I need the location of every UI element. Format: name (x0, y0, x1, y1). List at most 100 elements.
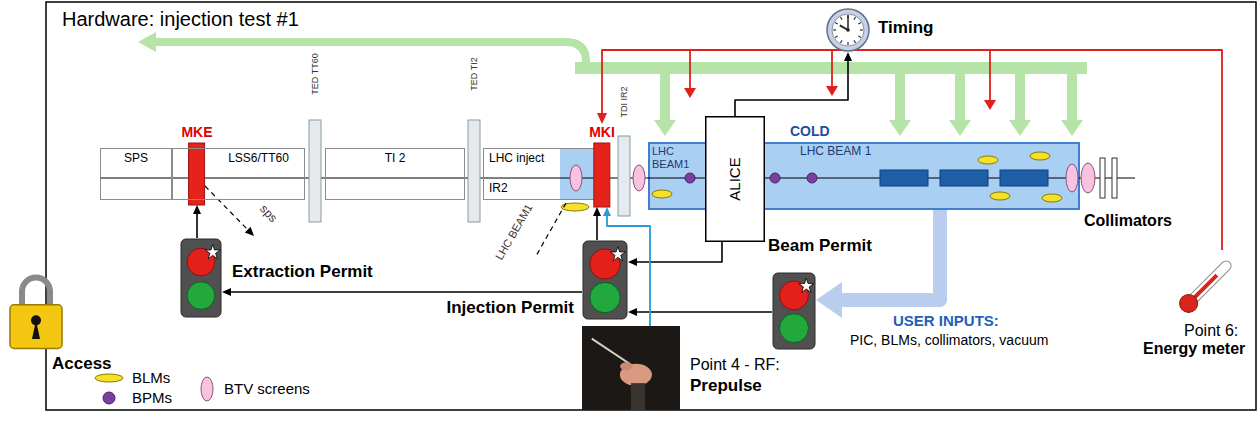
legend-label: BTV screens (224, 380, 310, 397)
node-sublabel: LHC BEAM 1 (800, 145, 871, 159)
device-label: Collimators (1084, 212, 1172, 230)
green-arrow (895, 74, 905, 120)
red-signal-line (831, 50, 833, 86)
green-arrow (955, 74, 965, 120)
collimator-jaw (1100, 158, 1105, 198)
legend-sample (196, 375, 218, 403)
light-housing (583, 241, 627, 319)
beam-dump (309, 120, 321, 222)
clock-hand (847, 15, 849, 30)
btv-screen (633, 165, 645, 191)
bpm (685, 173, 695, 183)
thermometer (1176, 256, 1236, 316)
node-label: Point 6: (1184, 322, 1238, 340)
kicker-magnet: MKE (179, 124, 214, 205)
green-lamp (779, 314, 808, 343)
green-arrowhead (889, 120, 911, 136)
green-lamp (187, 282, 215, 310)
blm (1030, 152, 1050, 160)
green-arrow (1067, 74, 1077, 120)
frame (46, 2, 1256, 410)
light-picture (180, 238, 222, 318)
node-label: Injection Permit (446, 298, 574, 318)
node-label: LHC inject (489, 152, 544, 166)
legend-sample (92, 389, 126, 407)
node-label: ALICE (726, 157, 743, 200)
green-arrowhead (1061, 120, 1083, 136)
device-label: TED TI2 (469, 57, 479, 90)
node-label: Point 4 - RF: (690, 356, 780, 374)
lock-picture (8, 272, 64, 350)
green-lamp (590, 282, 620, 312)
clock-face (832, 14, 864, 46)
clock-tick (841, 17, 843, 20)
node-label: LSS6/TT60 (228, 152, 289, 166)
signal-arrow (637, 311, 772, 313)
blm (990, 192, 1010, 200)
star-mark (799, 278, 814, 292)
access-lock: Access (8, 272, 64, 350)
energy-meter: Point 6:Energy meter (1172, 250, 1242, 320)
permit-light: Injection Permit (582, 240, 628, 320)
node-sublabel: Energy meter (1143, 340, 1245, 358)
collimator-jaw (1112, 158, 1117, 198)
clock-center (846, 28, 850, 32)
kicker-bar (594, 143, 610, 207)
green-arrowhead (949, 120, 971, 136)
photo-ground (582, 326, 680, 410)
signal-arrow (602, 50, 1222, 250)
node-label: TI 2 (385, 152, 406, 166)
clock-rim (827, 9, 869, 51)
clock-tick (841, 40, 843, 43)
permit-light: Beam Permit (772, 272, 816, 350)
light-housing (773, 273, 815, 349)
line-label: sps (257, 202, 280, 225)
legend-sample-shape (95, 374, 123, 382)
beamline-section: TI 2 (325, 148, 465, 200)
clock-tick (835, 23, 838, 25)
permit-light: Extraction Permit (180, 238, 222, 318)
beamline-section: SPS (100, 148, 172, 200)
blm (978, 156, 998, 164)
photo-picture (582, 326, 680, 410)
green-arrow (1015, 74, 1025, 120)
green-arrowhead (138, 32, 156, 52)
kicker-bar (189, 143, 205, 205)
diagram-title: Hardware: injection test #1 (62, 8, 299, 31)
node-label: MKI (589, 124, 615, 140)
dipole-magnet (1000, 170, 1048, 186)
light-housing (181, 239, 221, 317)
thermo-picture (1172, 250, 1242, 320)
signal-arrow (735, 61, 848, 116)
clock-tick (854, 17, 856, 20)
node-sublabel: Prepulse (690, 376, 762, 396)
node-sublabel: IR2 (489, 182, 508, 196)
light-picture (582, 240, 628, 320)
device-label: TED TT60 (310, 53, 320, 94)
signal-arrow (196, 214, 198, 238)
cold-section (560, 149, 598, 199)
node-label: Access (52, 354, 112, 374)
beamline-section: LSS6/TT60 (172, 148, 305, 200)
blm (1042, 194, 1062, 202)
btv-screen (1066, 164, 1078, 192)
clock-tick (835, 36, 838, 38)
btv-screen (1081, 163, 1095, 193)
signal-arrow (231, 291, 582, 293)
timing-clock: Timing (826, 8, 870, 52)
experiment-box: ALICE (705, 116, 765, 242)
clock-tick (858, 23, 861, 25)
injection-dashed-line (536, 203, 566, 256)
bpm (770, 173, 780, 183)
red-signal-line (989, 50, 991, 100)
red-arrowhead (684, 88, 696, 98)
experiment-outline (706, 117, 765, 242)
bpm (807, 173, 817, 183)
green-arrowhead (1009, 120, 1031, 136)
star-mark (610, 247, 625, 261)
clock-tick (833, 29, 836, 30)
legend-label: BPMs (132, 389, 172, 406)
node-label: Extraction Permit (232, 262, 373, 282)
